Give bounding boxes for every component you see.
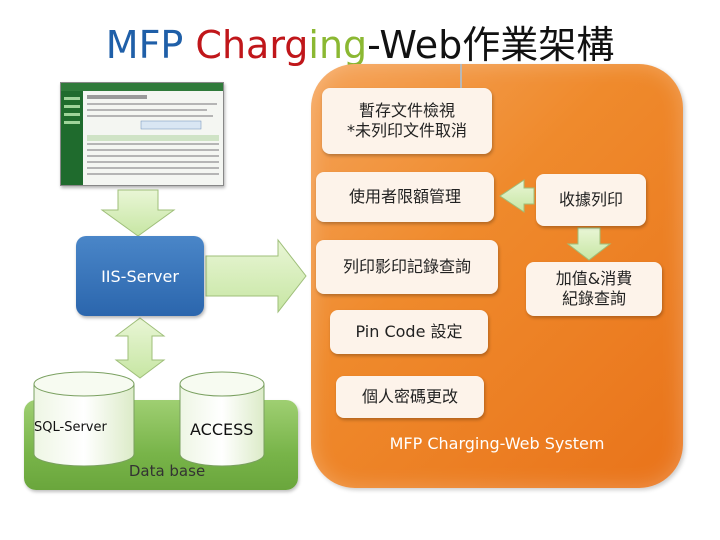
- pin-code-box: Pin Code 設定: [330, 310, 488, 354]
- topup-record-label-line1: 加值&消費: [555, 269, 633, 288]
- receipt-print-label: 收據列印: [558, 190, 623, 209]
- connector-line: [460, 64, 462, 92]
- page-title: MFP Charging-Web作業架構: [0, 14, 720, 69]
- access-label: ACCESS: [190, 420, 254, 439]
- quota-management-box: 使用者限額管理: [316, 172, 494, 222]
- title-part-web: -Web作業架構: [367, 23, 615, 67]
- print-record-query-box: 列印影印記錄查詢: [316, 240, 498, 294]
- access-cylinder: [179, 371, 265, 467]
- temp-doc-view-label: 暫存文件檢視: [358, 101, 455, 120]
- sql-server-cylinder: [33, 371, 135, 467]
- iis-server-label: IIS-Server: [101, 266, 179, 286]
- cancel-unprinted-label: *未列印文件取消: [346, 121, 467, 140]
- web-ui-thumbnail: [60, 82, 224, 186]
- title-part-mfp: MFP: [105, 23, 196, 67]
- title-part-charg: Charg: [195, 23, 309, 67]
- web-ui-thumbnail-image: [61, 83, 223, 185]
- database-group-label: Data base: [128, 462, 206, 480]
- iis-server-box: IIS-Server: [76, 236, 204, 316]
- password-change-box: 個人密碼更改: [336, 376, 484, 418]
- quota-management-label: 使用者限額管理: [348, 187, 461, 206]
- sql-server-label: SQL-Server: [34, 420, 107, 435]
- arrow-down-thumbnail-to-server: [100, 189, 176, 237]
- topup-record-label-line2: 紀錄查詢: [561, 289, 626, 308]
- pin-code-label: Pin Code 設定: [355, 322, 463, 341]
- temp-doc-view-box: 暫存文件檢視 *未列印文件取消: [322, 88, 492, 154]
- system-name-label: MFP Charging-Web System: [389, 434, 605, 453]
- title-part-ing: ing: [308, 23, 368, 67]
- arrow-right-server-to-system: [205, 238, 307, 314]
- print-record-query-label: 列印影印記錄查詢: [342, 257, 471, 276]
- receipt-print-box: 收據列印: [536, 174, 646, 226]
- topup-record-query-box: 加值&消費 紀錄查詢: [526, 262, 662, 316]
- arrow-down-receipt-to-topup: [566, 227, 612, 261]
- arrow-left-receipt-to-quota: [499, 179, 535, 213]
- arrow-server-database: [114, 317, 166, 379]
- password-change-label: 個人密碼更改: [361, 387, 458, 406]
